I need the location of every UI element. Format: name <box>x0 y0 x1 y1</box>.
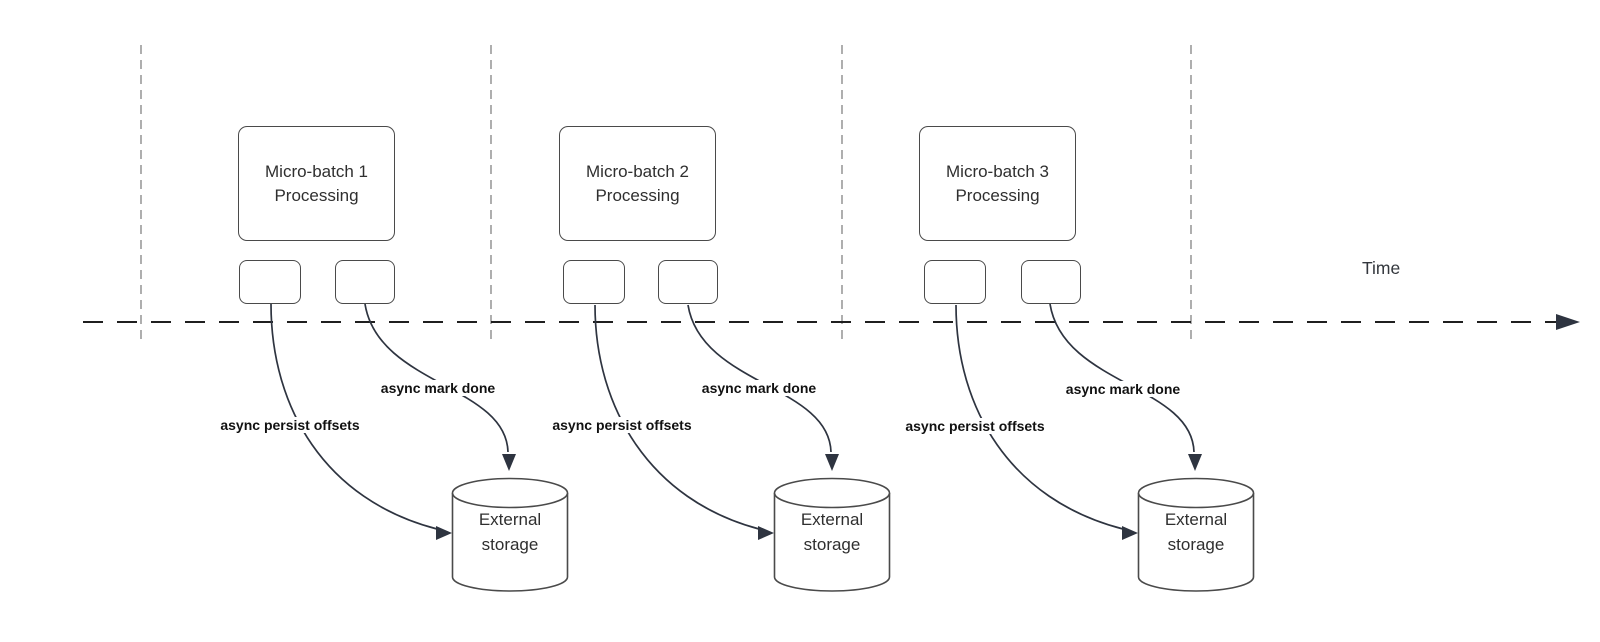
persist-offsets-arrow-curve-2 <box>594 304 760 530</box>
external-storage-label-2: External storage <box>800 510 864 554</box>
micro-batch-processing-box-3: Micro-batch 3 Processing <box>919 126 1076 241</box>
offset-task-box-2a <box>563 260 625 304</box>
persist-offsets-arrow-curve-3 <box>955 304 1124 530</box>
offset-task-box-1a <box>239 260 301 304</box>
persist-offsets-arrow-curve-1 <box>270 303 438 530</box>
mark-done-arrow-label-2: async mark done <box>698 380 820 396</box>
micro-batch-processing-box-2: Micro-batch 2 Processing <box>559 126 716 241</box>
persist-offsets-arrowhead-icon-2 <box>758 526 774 540</box>
mark-done-arrow-label-3: async mark done <box>1062 381 1184 397</box>
time-axis-arrowhead-icon <box>1556 314 1580 330</box>
persist-offsets-arrow-label-3: async persist offsets <box>902 418 1048 434</box>
external-storage-label-3: External storage <box>1164 510 1228 554</box>
persist-offsets-arrow-label-2: async persist offsets <box>549 417 695 433</box>
micro-batch-processing-label-2: Micro-batch 2 Processing <box>586 161 689 205</box>
database-cylinder-icon-2 <box>773 477 891 592</box>
offset-task-box-3a <box>924 260 986 304</box>
time-axis-label: Time <box>1362 258 1401 278</box>
database-cylinder-icon-1 <box>451 477 569 592</box>
micro-batch-processing-label-1: Micro-batch 1 Processing <box>265 161 368 205</box>
database-cylinder-icon-3 <box>1137 477 1255 592</box>
external-storage-cylinder-2: External storage <box>773 476 891 594</box>
mark-done-arrowhead-icon-2 <box>825 454 839 471</box>
mark-done-arrow-label-1: async mark done <box>377 380 499 396</box>
mark-done-arrowhead-icon-3 <box>1188 454 1202 471</box>
persist-offsets-arrowhead-icon-3 <box>1122 526 1138 540</box>
offset-task-box-2b <box>658 260 718 304</box>
micro-batch-processing-label-3: Micro-batch 3 Processing <box>946 161 1049 205</box>
external-storage-cylinder-1: External storage <box>451 476 569 594</box>
mark-done-arrow-curve-3 <box>1049 303 1195 453</box>
external-storage-label-1: External storage <box>478 510 542 554</box>
mark-done-arrow-curve-2 <box>687 304 832 453</box>
offset-task-box-1b <box>335 260 395 304</box>
micro-batch-processing-box-1: Micro-batch 1 Processing <box>238 126 395 241</box>
persist-offsets-arrow-label-1: async persist offsets <box>217 417 363 433</box>
mark-done-arrow-curve-1 <box>364 303 509 453</box>
offset-task-box-3b <box>1021 260 1081 304</box>
mark-done-arrowhead-icon-1 <box>502 454 516 471</box>
persist-offsets-arrowhead-icon-1 <box>436 526 452 540</box>
external-storage-cylinder-3: External storage <box>1137 476 1255 594</box>
